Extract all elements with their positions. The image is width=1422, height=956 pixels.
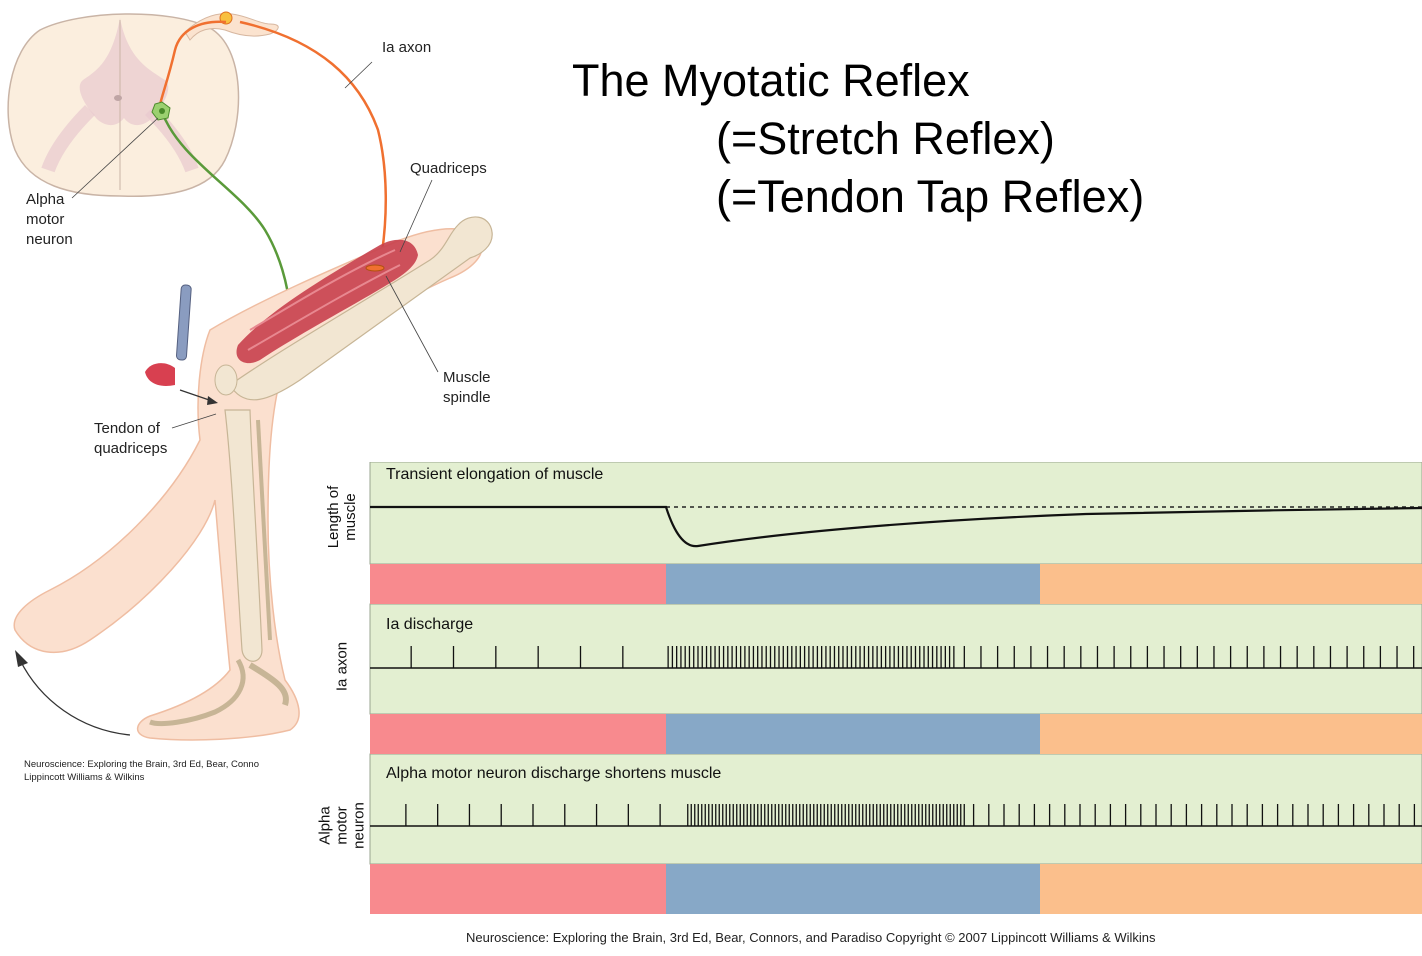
- panel-1-ylabel: Length of muscle: [325, 485, 359, 549]
- label-ia-axon: Ia axon: [382, 39, 432, 56]
- phase-bar-2-segment-3: [1040, 714, 1422, 754]
- title-line-2: (=Stretch Reflex): [716, 113, 1055, 164]
- kick-arrow-icon: [19, 659, 131, 736]
- label-muscle-spindle: Muscle spindle: [443, 369, 491, 406]
- graph-credit: Neuroscience: Exploring the Brain, 3rd E…: [466, 930, 1156, 945]
- motor-axon-path: [160, 111, 292, 311]
- label-quadriceps: Quadriceps: [410, 160, 487, 177]
- spinal-cord-section: [7, 13, 240, 198]
- label-alpha-motor-neuron: Alpha motor neuron: [26, 191, 73, 248]
- phase-bar-1-segment-3: [1040, 564, 1422, 604]
- muscle-spindle-icon: [365, 264, 385, 272]
- panel-1-title: Transient elongation of muscle: [386, 466, 604, 483]
- phase-bar-2-segment-2: [666, 714, 1040, 754]
- panel-3-title: Alpha motor neuron discharge shortens mu…: [386, 765, 722, 782]
- phase-bar-3-segment-2: [666, 864, 1040, 914]
- label-tendon-of-quadriceps: Tendon of quadriceps: [94, 420, 168, 457]
- panel-3-ylabel: Alpha motor neuron: [316, 802, 368, 849]
- dorsal-root-ganglion: [184, 11, 279, 41]
- reflex-hammer-icon: [145, 284, 192, 386]
- phase-bar-2-segment-1: [370, 714, 666, 754]
- slide-title: The Myotatic Reflex (=Stretch Reflex) (=…: [572, 52, 1144, 226]
- panel-2-title: Ia discharge: [386, 616, 474, 633]
- leg-illustration: [13, 216, 493, 741]
- muscle-length-trace: [370, 505, 1422, 548]
- reflex-illustration: [7, 11, 493, 741]
- alpha-motor-neuron-icon: [151, 101, 171, 121]
- phase-bar-3-segment-1: [370, 864, 666, 914]
- ia-axon-path: [158, 20, 227, 106]
- panel-2-ylabel: Ia axon: [333, 641, 351, 692]
- phase-bar-1-segment-2: [666, 564, 1040, 604]
- phase-bar-3-segment-3: [1040, 864, 1422, 914]
- graph-canvas: [369, 462, 1422, 914]
- illustration-credit: Neuroscience: Exploring the Brain, 3rd E…: [24, 759, 259, 783]
- title-line-3: (=Tendon Tap Reflex): [716, 171, 1145, 222]
- phase-bar-1-segment-1: [370, 564, 666, 604]
- reflex-timing-graph: Length of muscle Ia axon Alpha motor neu…: [306, 462, 1422, 914]
- title-line-1: The Myotatic Reflex: [572, 55, 970, 106]
